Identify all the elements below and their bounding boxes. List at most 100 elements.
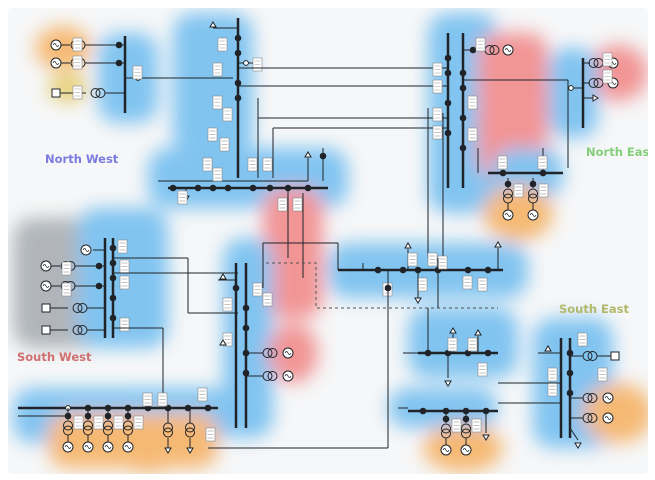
transformer-icon <box>83 420 93 436</box>
heat-zone <box>173 13 253 153</box>
generator-icon <box>602 392 614 404</box>
breaker-icon <box>459 84 467 92</box>
measurement-tag <box>432 125 443 140</box>
measurement-tag <box>602 52 613 67</box>
generator-icon <box>440 444 452 456</box>
measurement-tag <box>247 157 258 172</box>
measurement-tag <box>222 107 233 122</box>
breaker-icon <box>566 349 574 357</box>
breaker-icon <box>109 274 117 282</box>
breaker-icon <box>242 324 250 332</box>
breaker-icon <box>384 284 392 292</box>
breaker-icon <box>444 99 452 107</box>
heat-zone <box>583 383 648 443</box>
measurement-tag <box>462 275 473 290</box>
generator-icon <box>602 412 614 424</box>
breaker-icon <box>242 369 250 377</box>
measurement-tag <box>407 252 418 267</box>
load-arrow-icon <box>494 241 502 248</box>
generator-icon <box>50 57 62 69</box>
generator-icon <box>80 244 92 256</box>
measurement-tag <box>117 239 128 254</box>
transformer-icon <box>103 420 113 436</box>
measurement-tag <box>547 382 558 397</box>
transformer-icon <box>582 393 598 403</box>
breaker-icon <box>529 180 537 188</box>
breaker-icon <box>194 184 202 192</box>
transformer-icon <box>63 420 73 436</box>
heat-zone <box>483 185 553 241</box>
breaker-icon <box>169 184 177 192</box>
heat-zone <box>263 188 323 318</box>
breaker-icon <box>64 412 72 420</box>
breaker-icon <box>399 266 407 274</box>
breaker-icon <box>419 407 427 415</box>
line-segment <box>569 427 579 441</box>
breaker-icon <box>444 69 452 77</box>
measurement-tag <box>61 261 72 276</box>
breaker-icon <box>249 184 257 192</box>
measurement-tag <box>497 155 508 170</box>
heat-zone <box>408 308 518 378</box>
measurement-tag <box>477 277 488 292</box>
storage-icon <box>41 325 51 335</box>
measurement-tag <box>119 275 130 290</box>
breaker-icon <box>374 266 382 274</box>
breaker-icon <box>484 266 492 274</box>
measurement-tag <box>177 190 188 205</box>
measurement-tag <box>119 259 130 274</box>
breaker-icon <box>234 34 242 42</box>
measurement-tag <box>72 85 83 100</box>
network-layer <box>18 18 620 456</box>
breaker-icon <box>109 314 117 322</box>
transformer-icon <box>528 188 538 204</box>
breaker-icon <box>459 144 467 152</box>
measurement-tag <box>262 292 273 307</box>
breaker-icon <box>444 129 452 137</box>
breaker-icon <box>204 404 212 412</box>
breaker-icon <box>566 369 574 377</box>
measurement-tag <box>93 415 104 430</box>
transformer-icon <box>503 188 513 204</box>
transformer-icon <box>588 78 604 88</box>
breaker-icon <box>242 304 250 312</box>
generator-icon <box>460 444 472 456</box>
breaker-icon <box>115 41 123 49</box>
region-label-north-west: North West <box>45 152 119 166</box>
measurement-tag <box>157 392 168 407</box>
switch-icon <box>568 85 574 91</box>
measurement-tag <box>451 418 462 433</box>
measurement-tag <box>547 367 558 382</box>
measurement-tag <box>602 69 613 84</box>
measurement-tag <box>207 127 218 142</box>
load-arrow-icon <box>474 329 482 336</box>
transformer-icon <box>582 413 598 423</box>
load-arrow-icon <box>219 339 227 346</box>
heat-zone <box>118 433 178 473</box>
measurement-tag <box>217 37 228 52</box>
measurement-tag <box>262 157 273 172</box>
storage-icon <box>610 351 620 361</box>
measurement-tag <box>133 415 144 430</box>
breaker-icon <box>459 69 467 77</box>
generator-icon <box>82 441 94 453</box>
measurement-tag <box>538 183 549 198</box>
dashed-line <box>266 262 498 309</box>
measurement-tag <box>277 197 288 212</box>
measurement-tag <box>467 95 478 110</box>
measurement-tag <box>467 337 478 352</box>
load-arrow-icon <box>404 242 412 249</box>
transformer-icon <box>185 422 195 438</box>
measurement-tag <box>432 79 443 94</box>
measurement-tag <box>212 62 223 77</box>
load-arrow-icon <box>186 447 194 454</box>
switch-icon <box>243 60 249 66</box>
measurement-tag <box>447 337 458 352</box>
generator-icon <box>282 347 294 359</box>
load-arrow-icon <box>304 151 312 158</box>
transformer-icon <box>588 58 604 68</box>
generator-icon <box>502 209 514 221</box>
transformer-icon <box>441 423 451 439</box>
breaker-icon <box>266 184 274 192</box>
transformer-icon <box>123 420 133 436</box>
